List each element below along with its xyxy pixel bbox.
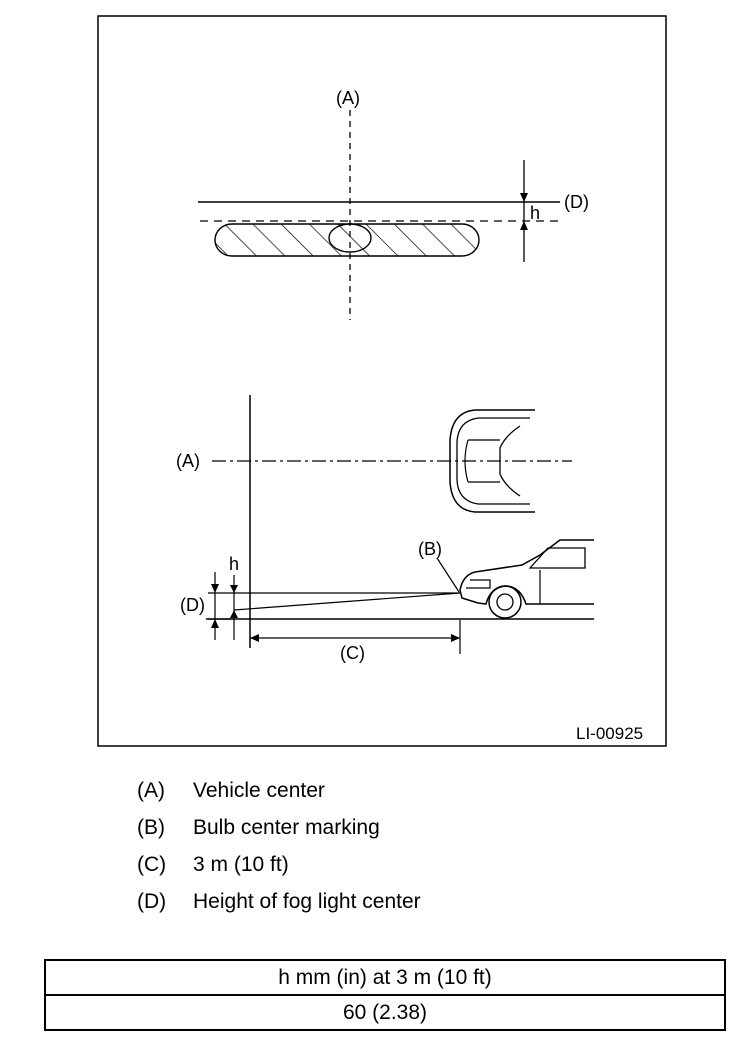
arrow-down-icon xyxy=(520,193,528,202)
car-side-view: (B) h (D) (C) xyxy=(180,539,594,663)
callout-b: (B) xyxy=(418,539,442,559)
diagram-frame xyxy=(97,15,667,747)
legend-list: (A) Vehicle center (B) Bulb center marki… xyxy=(137,776,421,924)
car-outline-top xyxy=(449,409,535,513)
legend-item: (D) Height of fog light center xyxy=(137,887,421,924)
callout-d-top: (D) xyxy=(564,192,589,212)
table-row: 60 (2.38) xyxy=(44,994,726,1031)
car-top-view: (A) xyxy=(176,395,572,648)
beam-line-lower xyxy=(233,592,461,611)
table-header-row: h mm (in) at 3 m (10 ft) xyxy=(44,959,726,996)
front-wheel xyxy=(488,585,522,619)
legend-text: Vehicle center xyxy=(193,779,325,802)
callout-a-lower: (A) xyxy=(176,451,200,471)
screen-pattern-view: (A) (D) h xyxy=(198,88,589,320)
legend-key: (C) xyxy=(137,853,167,876)
legend-text: Height of fog light center xyxy=(193,890,421,913)
table-header-cell: h mm (in) at 3 m (10 ft) xyxy=(44,959,726,996)
fog-light-aiming-diagram: (A) (D) h (A) xyxy=(97,15,667,747)
callout-h-top: h xyxy=(530,203,540,223)
legend-item: (C) 3 m (10 ft) xyxy=(137,850,421,887)
legend-item: (B) Bulb center marking xyxy=(137,813,421,850)
table-value-cell: 60 (2.38) xyxy=(44,994,726,1031)
callout-c: (C) xyxy=(340,643,365,663)
arrow-left-icon xyxy=(250,634,259,642)
aiming-spec-table: h mm (in) at 3 m (10 ft) 60 (2.38) xyxy=(44,959,726,1031)
figure-id: LI-00925 xyxy=(576,724,643,743)
arrow-right-icon xyxy=(451,634,460,642)
legend-text: Bulb center marking xyxy=(193,816,380,839)
light-beam-pattern xyxy=(214,223,480,257)
car-outline-side xyxy=(459,539,594,605)
callout-h-lower: h xyxy=(229,554,239,574)
callout-d-lower: (D) xyxy=(180,595,205,615)
legend-item: (A) Vehicle center xyxy=(137,776,421,813)
legend-text: 3 m (10 ft) xyxy=(193,853,289,876)
legend-key: (A) xyxy=(137,779,165,802)
beam-hot-spot xyxy=(328,223,372,253)
callout-a-top: (A) xyxy=(336,88,360,108)
arrow-up-icon xyxy=(520,221,528,230)
legend-key: (B) xyxy=(137,816,165,839)
legend-key: (D) xyxy=(137,890,167,913)
